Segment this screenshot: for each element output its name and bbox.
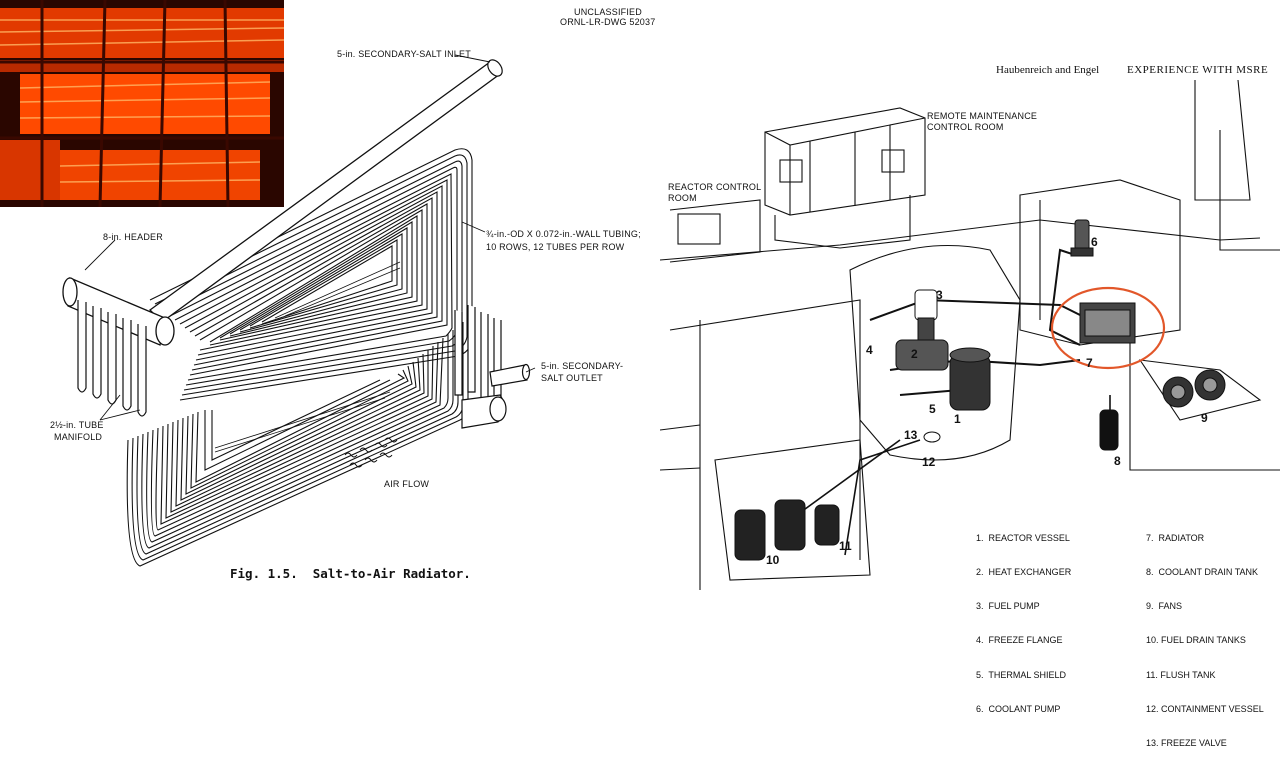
tube-manifolds (77, 300, 147, 417)
label-reactor-control-line1: REACTOR CONTROL (668, 182, 762, 192)
legend-item: 7. RADIATOR (1146, 532, 1205, 543)
label-secondary-salt-inlet: 5-in. SECONDARY-SALT INLET (337, 49, 471, 59)
label-tubing-line1: ¾-in.-OD X 0.072-in.-WALL TUBING; (486, 229, 641, 239)
radiator-figure: UNCLASSIFIED ORNL-LR-DWG 52037 5-in. SEC… (0, 0, 660, 596)
label-outlet-line2: SALT OUTLET (541, 373, 603, 383)
callout-6: 6 (1091, 235, 1098, 249)
figure-caption: Fig. 1.5. Salt-to-Air Radiator. (230, 566, 471, 581)
msre-cutaway-drawing (660, 79, 1280, 590)
callout-1: 1 (954, 412, 961, 426)
radiator-highlight-circle (1050, 286, 1166, 370)
label-tube-manifold-line2: MANIFOLD (54, 432, 103, 442)
callout-7: 7 (1086, 356, 1093, 370)
label-header: 8-in. HEADER (103, 232, 163, 242)
callout-2: 2 (911, 347, 918, 361)
legend-item: 12. CONTAINMENT VESSEL (1146, 703, 1264, 714)
label-remote-maintenance-line2: CONTROL ROOM (927, 122, 1004, 132)
callout-5: 5 (929, 402, 936, 416)
header-authors: Haubenreich and Engel (996, 64, 1100, 76)
label-remote-maintenance-line1: REMOTE MAINTENANCE (927, 111, 1038, 121)
legend-item: 4. FREEZE FLANGE (976, 635, 1063, 646)
stamp-drawing-number: ORNL-LR-DWG 52037 (560, 17, 656, 27)
label-outlet-line1: 5-in. SECONDARY- (541, 361, 624, 371)
callout-13: 13 (904, 428, 918, 442)
msre-figure: Haubenreich and Engel EXPERIENCE WITH MS… (660, 0, 1284, 748)
legend-right: 7. RADIATOR 8. COOLANT DRAIN TANK 9. FAN… (1146, 510, 1264, 772)
legend-item: 1. REACTOR VESSEL (976, 532, 1070, 543)
legend-item: 6. COOLANT PUMP (976, 703, 1061, 714)
callout-12: 12 (922, 455, 936, 469)
callout-10: 10 (766, 553, 780, 567)
legend-item: 11. FLUSH TANK (1146, 669, 1216, 680)
legend-item: 9. FANS (1146, 601, 1183, 612)
label-tube-manifold-line1: 2½-in. TUBE (50, 420, 104, 430)
label-reactor-control-line2: ROOM (668, 193, 697, 203)
legend-item: 10. FUEL DRAIN TANKS (1146, 635, 1246, 646)
label-tubing-line2: 10 ROWS, 12 TUBES PER ROW (486, 242, 625, 252)
radiator-glow-photo (0, 0, 284, 207)
legend-item: 5. THERMAL SHIELD (976, 669, 1067, 680)
airflow-arrows (344, 437, 398, 468)
outlet-pipes (454, 305, 531, 429)
label-air-flow: AIR FLOW (384, 479, 430, 489)
callout-4: 4 (866, 343, 873, 357)
callout-11: 11 (839, 539, 852, 553)
callout-8: 8 (1114, 454, 1121, 468)
legend-item: 8. COOLANT DRAIN TANK (1146, 567, 1259, 578)
header-title: EXPERIENCE WITH MSRE (1127, 64, 1269, 76)
radiator-drawing (62, 54, 536, 567)
legend-left: 1. REACTOR VESSEL 2. HEAT EXCHANGER 3. F… (976, 510, 1071, 738)
legend-item: 2. HEAT EXCHANGER (976, 567, 1072, 578)
stamp-unclassified: UNCLASSIFIED (574, 7, 642, 17)
legend-item: 3. FUEL PUMP (976, 601, 1040, 612)
legend-item: 13. FREEZE VALVE (1146, 738, 1227, 749)
callout-3: 3 (936, 288, 943, 302)
callout-9: 9 (1201, 411, 1208, 425)
